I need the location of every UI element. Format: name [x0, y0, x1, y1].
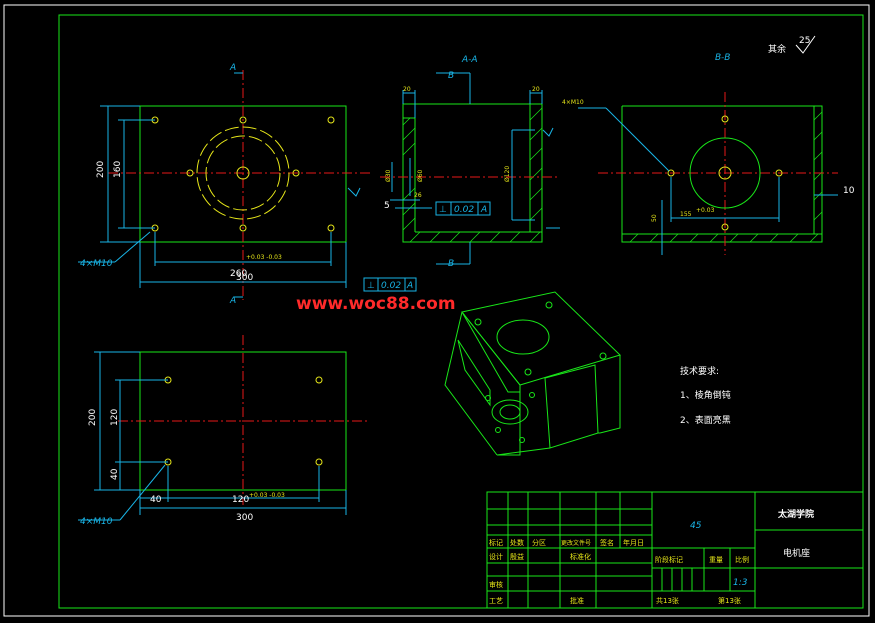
dim-155-tol: +0.03 [696, 207, 715, 214]
designer-name: 殷益 [510, 552, 524, 561]
dim-bottom-hole-span: 120 [232, 495, 249, 505]
dim-bottom-offset: 40 [150, 495, 162, 505]
dim-5: 5 [384, 201, 390, 211]
section-b-b-view [578, 92, 838, 255]
part-name: 电机座 [783, 547, 810, 559]
watermark-text: www.woc88.com [296, 294, 456, 314]
svg-text:A: A [480, 205, 487, 215]
standardize-label: 标准化 [570, 552, 591, 561]
dim-bottom-hole-tol: +0.03 -0.03 [249, 492, 285, 499]
approve-label: 批准 [570, 596, 584, 605]
roughness-note: 其余 25 [768, 35, 816, 55]
rev-header-2: 分区 [532, 538, 546, 547]
total-sheets: 共13张 [656, 596, 679, 605]
dim-26: 26 [414, 192, 422, 199]
designer-label: 设计 [489, 552, 503, 561]
section-a-a-label: A-A [461, 55, 478, 65]
thread-section-label: 4×M10 [562, 99, 584, 106]
dim-top-hole-tol: +0.03 -0.03 [246, 254, 282, 261]
section-a-a-outline [402, 103, 543, 243]
dim-155: 155 [680, 211, 692, 218]
sheet-outer-border [3, 4, 870, 617]
thread-top-label: 4×M10 [80, 259, 113, 269]
thread-bottom-label: 4×M10 [80, 517, 113, 527]
svg-text:其余: 其余 [768, 43, 786, 55]
tech-requirement-2: 2、表面亮黑 [680, 414, 731, 426]
rev-header-1: 处数 [510, 538, 524, 547]
rev-header-4: 签名 [600, 538, 614, 547]
dim-top-hole-span: 260 [230, 269, 247, 279]
dim-bottom-hole-vspan: 120 [110, 409, 120, 426]
sheet-inner-border [58, 14, 864, 609]
dim-dia-mid: Ø60 [417, 169, 424, 182]
tech-requirements: 技术要求: 1、棱角倒钝 2、表面亮黑 [680, 365, 731, 426]
top-view [78, 70, 370, 300]
process-label: 工艺 [489, 597, 503, 605]
tolerance-frame-section: ⊥ 0.02 A [435, 201, 491, 216]
bottom-view [78, 335, 370, 521]
tolerance-frame-top: ⊥ 0.02 A [363, 277, 417, 292]
dim-dia-inner: Ø120 [504, 166, 511, 182]
scale: 1:3 [733, 578, 748, 588]
dim-top-height: 200 [96, 161, 106, 178]
stage-header-1: 重量 [709, 556, 723, 564]
svg-text:0.02: 0.02 [454, 205, 474, 215]
review-label: 审核 [489, 580, 503, 589]
school-name: 太湖学院 [777, 508, 814, 520]
material: 45 [690, 521, 702, 531]
dim-10: 10 [843, 186, 855, 196]
rev-header-5: 年月日 [623, 538, 644, 547]
dim-top-hole-vspan: 160 [113, 161, 123, 178]
dim-50: 50 [651, 214, 658, 222]
svg-text:⊥: ⊥ [439, 205, 447, 215]
section-b-bottom: B [448, 259, 454, 269]
dim-dia-small: Ø30 [385, 169, 392, 182]
svg-text:⊥: ⊥ [367, 281, 375, 291]
svg-text:25: 25 [799, 36, 810, 46]
tech-requirement-1: 1、棱角倒钝 [680, 389, 731, 401]
sheet-number: 第13张 [718, 596, 741, 605]
dim-top-width: 300 [236, 273, 253, 283]
dim-bottom-vertical-offset: 40 [110, 468, 120, 480]
tech-requirements-title: 技术要求: [680, 365, 719, 377]
isometric-3d-view [444, 291, 621, 456]
title-block [486, 491, 864, 609]
dim-bottom-height: 200 [88, 409, 98, 426]
svg-text:0.02: 0.02 [381, 281, 401, 291]
stage-header-0: 阶段标记 [655, 555, 683, 564]
stage-header-2: 比例 [735, 555, 749, 564]
section-a-a-view [380, 72, 560, 265]
dim-wall-right: 20 [532, 86, 540, 93]
rev-header-0: 标记 [489, 538, 503, 547]
section-a-top: A [229, 63, 236, 73]
svg-text:A: A [406, 281, 413, 291]
section-b-b-label: B-B [715, 53, 730, 63]
rev-header-3: 更改文件号 [561, 539, 591, 547]
section-a-bottom: A [229, 296, 236, 306]
dim-bottom-width: 300 [236, 513, 253, 523]
dim-wall-left: 20 [403, 86, 411, 93]
section-b-top: B [448, 71, 454, 81]
